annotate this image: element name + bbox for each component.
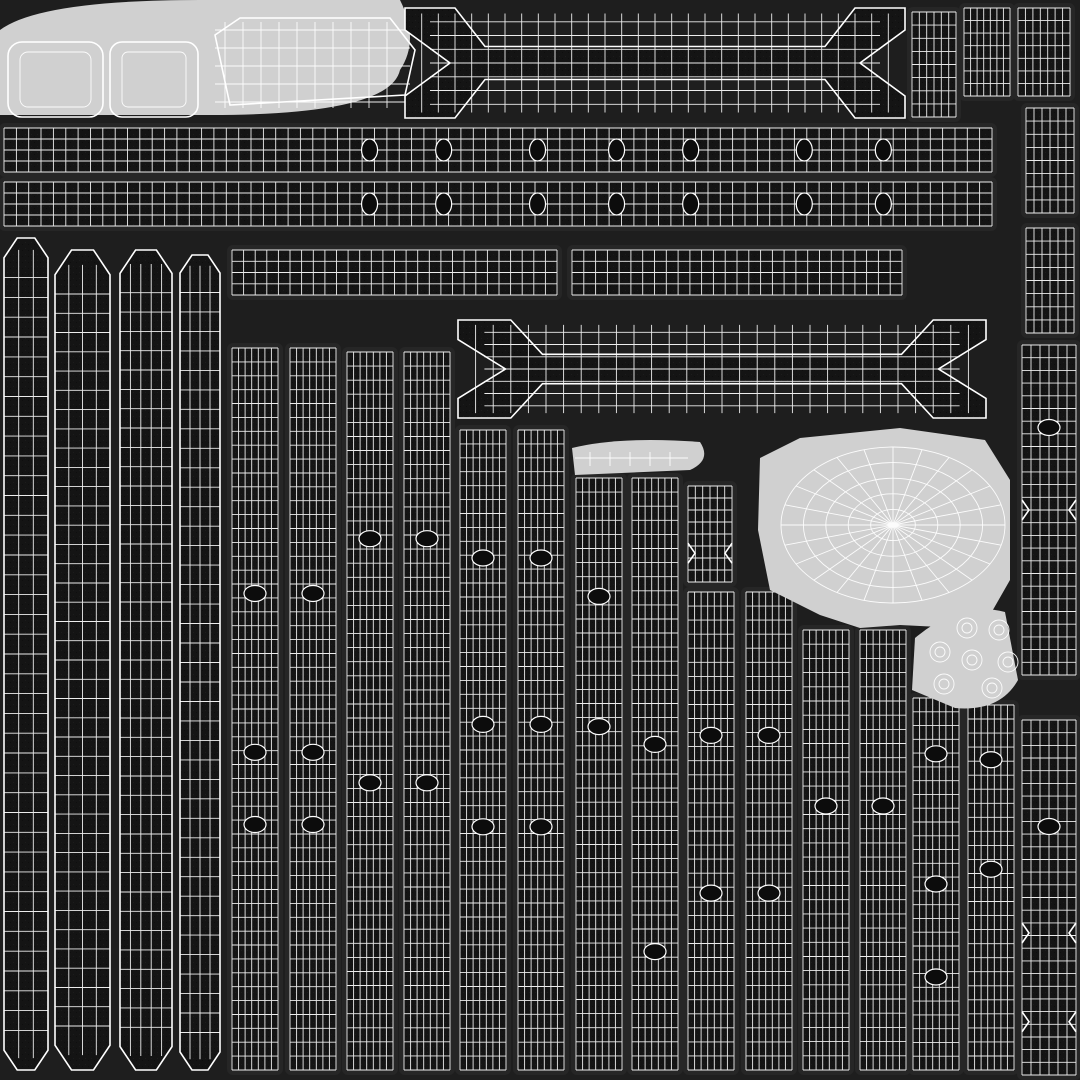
vertical-strap-8 [627, 473, 683, 1075]
strap-hole [924, 745, 948, 763]
strap-hole [1037, 418, 1061, 437]
strap-hole [435, 138, 453, 162]
strap-hole [795, 138, 813, 162]
right-strip-low [1017, 715, 1080, 1080]
rivet-cluster-island [912, 609, 1019, 709]
top-forked-panel [404, 7, 906, 119]
right-strip-mid [1017, 340, 1080, 680]
strap-hole [529, 549, 553, 567]
tapered-strap-4 [179, 254, 221, 1071]
strap-hole [243, 815, 267, 834]
strap-hole [358, 530, 382, 548]
strap-hole [979, 751, 1003, 769]
rivet [933, 673, 955, 695]
vertical-strap-13 [908, 693, 964, 1075]
mid-strap-right [567, 245, 907, 300]
strap-hole [301, 815, 325, 834]
strap-hole [471, 715, 495, 734]
buckle-cap-island [758, 428, 1010, 628]
short-strip-center [683, 481, 737, 587]
strap-hole [529, 818, 553, 836]
rivet [981, 677, 1003, 699]
vertical-strap-5 [455, 425, 511, 1075]
strap-hole [243, 584, 267, 603]
strap-hole [874, 138, 892, 162]
rivet [929, 641, 951, 663]
strap-hole [924, 875, 948, 893]
mid-strap-left [227, 245, 562, 300]
tapered-strap-2 [54, 249, 111, 1071]
vertical-strap-10 [741, 587, 797, 1075]
long-strap-lower [0, 177, 997, 231]
strap-hole [415, 530, 439, 548]
strap-hole [871, 797, 895, 815]
strap-hole [471, 549, 495, 567]
strap-hole [699, 884, 723, 902]
rivet [997, 651, 1019, 673]
strap-hole [643, 942, 667, 961]
strap-hole [874, 192, 892, 216]
strap-hole [795, 192, 813, 216]
strap-hole [643, 735, 667, 754]
vertical-strap-1 [227, 343, 283, 1075]
strap-hole [979, 860, 1003, 878]
vertical-strap-9 [683, 587, 739, 1075]
small-strip-c [1013, 3, 1075, 101]
middle-forked-panel [457, 319, 987, 419]
strap-hole [587, 587, 611, 606]
strap-hole [243, 743, 267, 761]
vertical-strap-7 [571, 473, 627, 1075]
vertical-strap-4 [399, 347, 455, 1075]
strap-hole [528, 192, 547, 216]
strap-hole [471, 818, 495, 836]
right-strip-upper [1021, 223, 1079, 338]
strap-hole [607, 138, 626, 162]
strap-hole [528, 138, 547, 162]
strap-hole [301, 743, 325, 761]
strap-hole [415, 774, 439, 792]
vertical-strap-14 [963, 700, 1019, 1075]
vertical-strap-2 [285, 343, 341, 1075]
strap-hole [757, 726, 781, 745]
strap-hole [682, 192, 700, 216]
strap-hole [814, 797, 838, 815]
buckle-frame-island [0, 0, 416, 118]
strap-hole [682, 138, 700, 162]
small-strip-b [959, 3, 1015, 101]
rivet [956, 617, 978, 639]
strap-hole [358, 774, 382, 792]
long-strap-upper [0, 123, 997, 177]
tapered-strap-3 [119, 249, 173, 1071]
strap-hole [757, 884, 781, 902]
strap-hole [607, 192, 626, 216]
buckle-prong-island [572, 440, 705, 475]
small-strip-a [907, 7, 961, 122]
vertical-strap-6 [513, 425, 569, 1075]
rivet [961, 649, 983, 671]
strap-hole [360, 138, 379, 162]
strap-hole [301, 584, 325, 603]
strap-hole [699, 726, 723, 745]
vertical-strap-12 [855, 625, 911, 1075]
tapered-strap-1 [3, 237, 49, 1071]
strap-hole [924, 968, 948, 986]
strap-hole [529, 715, 553, 734]
strap-hole [435, 192, 453, 216]
vertical-strap-3 [342, 347, 398, 1075]
strap-hole [1037, 817, 1061, 836]
vertical-strap-11 [798, 625, 854, 1075]
right-strip-top [1021, 103, 1079, 218]
rivet [988, 619, 1010, 641]
strap-hole [587, 718, 611, 736]
strap-hole [360, 192, 379, 216]
